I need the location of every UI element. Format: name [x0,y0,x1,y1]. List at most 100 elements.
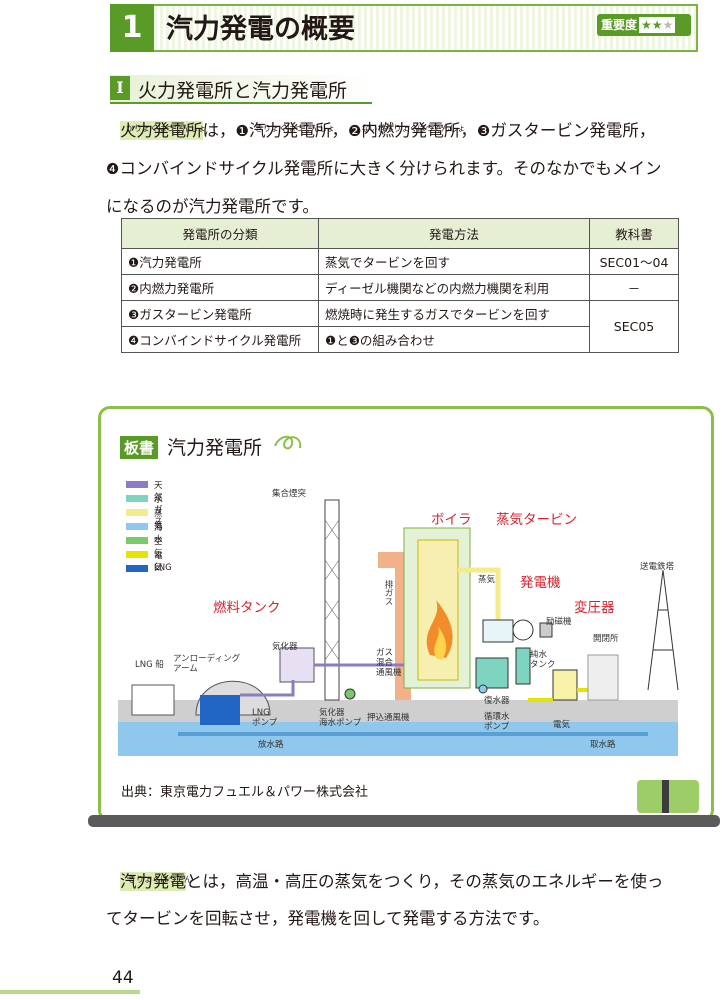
label-switchyard: 開閉所 [593,634,619,644]
label-pure-water-tank: 純水 タンク [530,650,556,670]
label-generator: 発電機 [520,575,561,591]
importance-label: 重要度 [601,18,638,32]
stars-on: ★★ [641,18,663,32]
generator [512,619,534,641]
label-circ-pump: 循環水 ポンプ [484,712,510,732]
label-electricity: 電気 [553,720,571,730]
closing-line-1: とは，高温・高圧の蒸気をつくり，その蒸気のエネルギーを使っ [186,872,664,891]
steam-turbine [482,619,514,643]
label-condenser: 復水器 [484,696,510,706]
legend-swatch [126,537,148,544]
table-header: 発電所の分類 [121,218,319,249]
intro-text: ， [331,121,348,140]
table-header: 発電方法 [318,218,590,249]
water-channel [178,732,648,736]
label-discharge: 放水路 [258,740,284,750]
circle-number-2: ❷ [347,122,362,140]
legend-swatch [126,551,148,558]
circle-number-1: ❶ [235,122,249,140]
table-cell: ❶と❸の組み合わせ [318,326,590,353]
exciter [539,622,553,638]
intro-line-2: コンバインドサイクル発電所に大きく分けられます。そのなかでもメイン [119,159,662,178]
table-row: ❶汽力発電所 蒸気でタービンを回す SEC01～04 [121,248,679,275]
legend-label: 海水 [154,523,163,545]
legend-swatch [126,481,148,488]
label-lng-ship: LNG 船 [135,660,164,670]
table-row: ❷内燃力発電所 ディーゼル機関などの内燃力機関を利用 － [121,274,679,301]
table-cell: ❶汽力発電所 [121,248,319,275]
board-badge: 板書 [120,436,159,459]
forced-draft-fan [344,688,356,700]
stars-off: ★ [662,18,674,32]
circle-number-4: ❹ [106,160,120,178]
transformer [552,669,578,701]
label-boiler: ボイラ [431,512,472,528]
chapter-title: 汽力発電の概要 [166,14,355,45]
label-turbine: 蒸気タービン [496,512,577,528]
gas-pipe [240,663,404,697]
ruby-2: ないねんりょくはつでんしょ [361,124,466,133]
legend-label: 天然ガス [154,481,163,527]
chalk-swirl-icon [274,435,302,450]
eraser-band [662,780,669,813]
term-ruby: かりょくはつでんしょ [126,124,206,133]
legend-label: 空気 [154,537,163,559]
label-steam: 蒸気 [478,575,496,585]
label-push-fan: 押込通風機 [367,713,410,723]
board-rail [88,815,720,827]
label-transformer: 変圧器 [574,600,615,616]
table-row: ❸ガスタービン発電所 燃焼時に発生するガスでタービンを回す SEC05 [121,300,679,353]
plant-classification-table: 発電所の分類 発電方法 教科書 ❶汽力発電所 蒸気でタービンを回す SEC01～… [121,218,679,353]
intro-text: は， [202,121,236,140]
table-header: 教科書 [589,218,679,249]
footer-bar [0,990,140,994]
section-title: 火力発電所と汽力発電所 [138,80,348,102]
switchyard [587,654,619,701]
table-cell: ❹コンバインドサイクル発電所 [121,326,319,353]
plant-type-2: 内燃力発電所 [361,121,461,140]
section-header [110,75,372,104]
table-cell: ❸ガスタービン発電所 [121,300,319,327]
chapter-number: 1 [110,4,154,52]
legend-label: 電気 [154,551,163,573]
label-unloading-arm: アンローディング アーム [173,654,241,674]
closing-term: 汽力発電 [120,872,186,891]
plant-type-3: ガスタービン発電所， [490,121,656,140]
circle-number-3: ❸ [476,122,491,140]
lng-tank [200,695,240,725]
circulating-pump [478,684,488,694]
label-exciter: 励磁機 [546,617,572,627]
intro-text: ， [460,121,477,140]
table-cell: － [589,274,679,301]
intro-line-3: になるのが汽力発電所です。 [106,197,319,216]
ruby-1: きりょくはつでんしょ [254,124,335,133]
plant-type-1: 汽力発電所 [248,121,332,140]
condenser [475,657,509,689]
board-source: 出典：東京電力フュエル＆パワー株式会社 [121,785,369,800]
steam-pipe [458,567,501,630]
chimney-lattice [324,519,340,661]
pure-water-tank [515,647,531,685]
table-cell: ディーゼル機関などの内燃力機関を利用 [318,274,590,301]
table-cell: ❷内燃力発電所 [121,274,319,301]
label-vaporizer: 気化器 [272,642,298,652]
label-vap-pump: 気化器 海水ポンプ [319,708,362,728]
label-exhaust: 排ガス [383,580,393,606]
lng-ship [131,684,175,716]
legend-label: LNG [154,563,172,573]
closing-paragraph: きりょくはつでん 汽力発電とは，高温・高圧の蒸気をつくり，その蒸気のエネルギーを… [106,863,720,937]
table-cell: 蒸気でタービンを回す [318,248,590,275]
legend-label: 水 [154,495,163,505]
closing-line-2: てタービンを回転させ，発電機を回して発電する方法です。 [106,909,550,928]
table-row: ❹コンバインドサイクル発電所 ❶と❸の組み合わせ [121,326,679,353]
label-tower: 送電鉄塔 [640,562,675,572]
legend-label: 蒸気 [154,509,163,531]
label-chimney: 集合煙突 [272,489,307,499]
star-rating-icon: ★★★ [639,17,676,33]
term-ruby: きりょくはつでん [128,875,192,884]
importance-badge: 重要度★★★ [597,14,691,36]
label-intake: 取水路 [590,740,616,750]
legend-swatch [126,565,148,572]
page-number: 44 [112,968,134,988]
